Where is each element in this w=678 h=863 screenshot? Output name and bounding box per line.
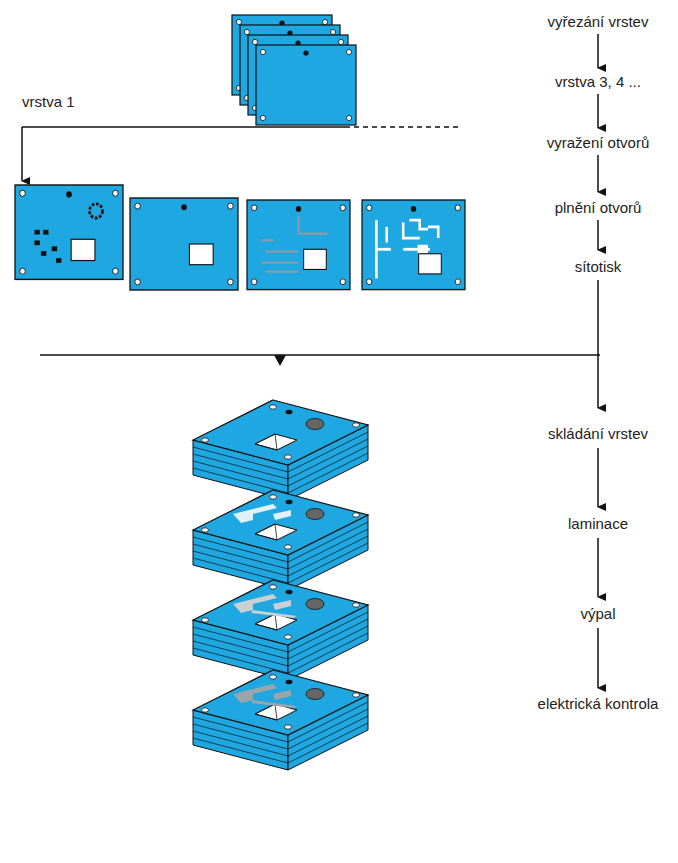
step-label: elektrická kontrola	[536, 695, 661, 713]
step-label: sítotisk	[573, 258, 624, 276]
step-label: vyřezání vrstev	[546, 13, 651, 31]
step-label: výpal	[578, 605, 617, 623]
step-label: plnění otvorů	[553, 199, 644, 217]
step-label: vrstva 3, 4 ...	[553, 73, 643, 91]
step-label: skládání vrstev	[546, 425, 650, 443]
layer-label: vrstva 1	[20, 93, 77, 111]
step-label: vyražení otvorů	[545, 134, 652, 152]
step-label: laminace	[566, 515, 630, 533]
